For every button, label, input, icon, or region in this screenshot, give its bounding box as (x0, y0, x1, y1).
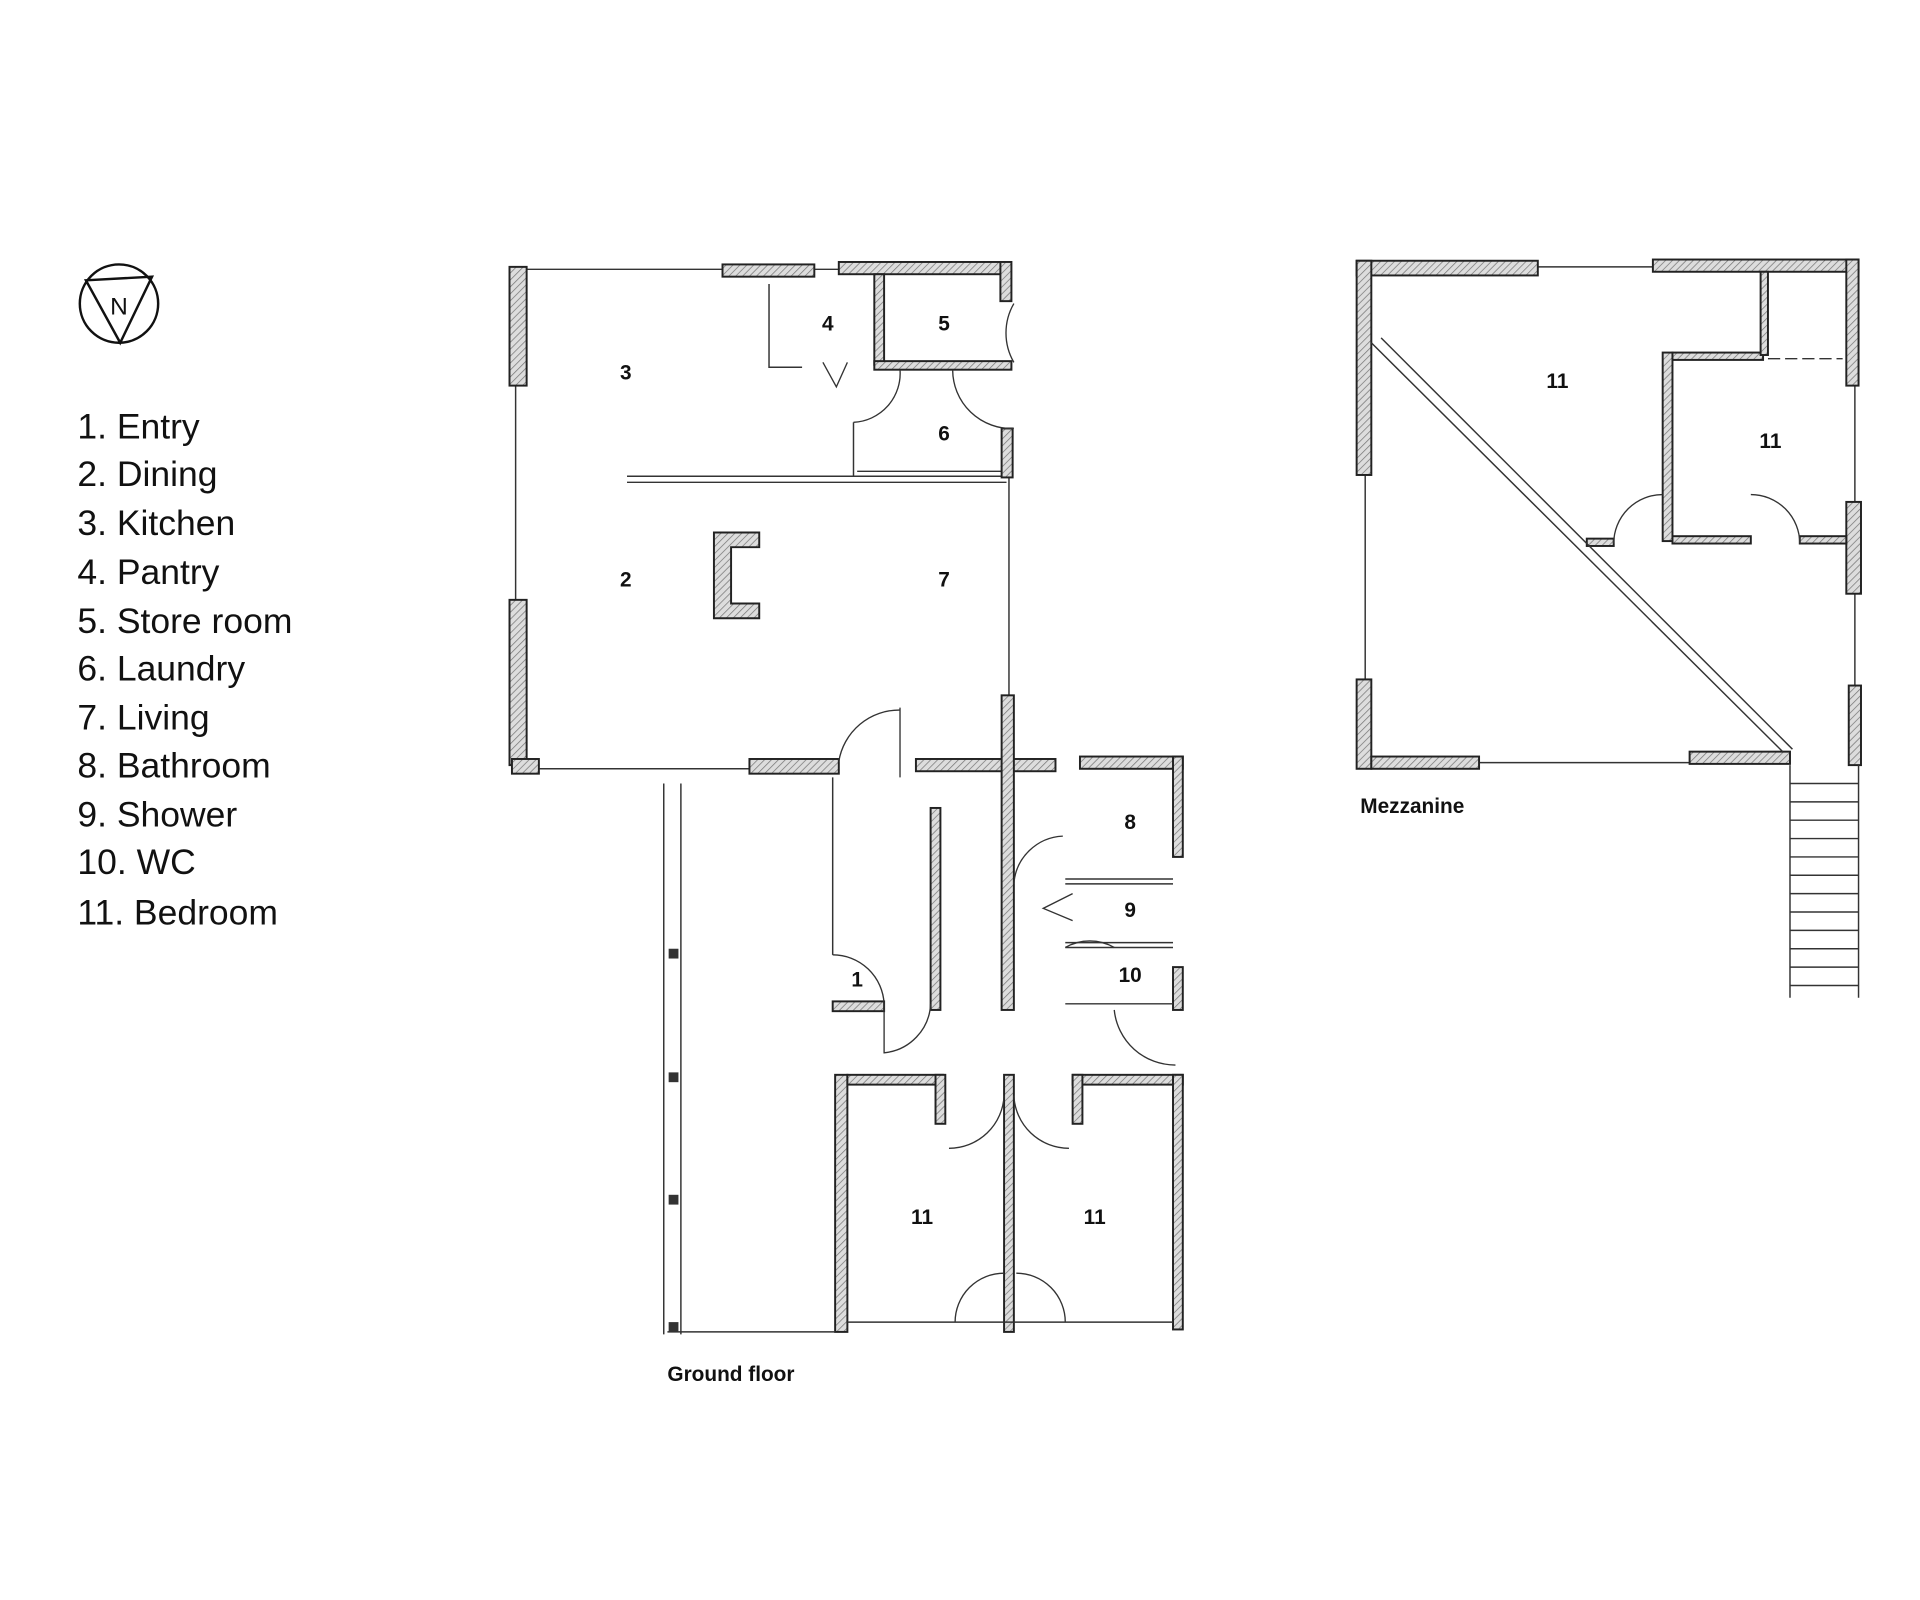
legend-item: 8. Bathroom (77, 745, 270, 785)
room-label-bedroom: 11 (911, 1206, 933, 1229)
ground-floor-caption: Ground floor (667, 1363, 794, 1386)
legend-item: 10. WC (77, 842, 195, 882)
room-label-dining: 2 (620, 568, 632, 591)
room-label-wc: 10 (1119, 964, 1142, 987)
room-label-living: 7 (938, 568, 950, 591)
room-label-shower: 9 (1124, 899, 1136, 922)
legend-item: 3. Kitchen (77, 503, 235, 543)
legend-item: 5. Store room (77, 601, 292, 641)
north-arrow-icon: N (78, 263, 160, 346)
room-label-bedroom: 11 (1084, 1206, 1106, 1229)
room-label-laundry: 6 (938, 423, 950, 446)
staircase (1789, 765, 1860, 998)
legend-item: 6. Laundry (77, 649, 245, 689)
legend-item: 2. Dining (77, 454, 217, 494)
legend-item: 4. Pantry (77, 552, 219, 592)
room-label-pantry: 4 (822, 313, 834, 336)
legend-item: 11. Bedroom (77, 892, 278, 932)
room-label-bedroom: 11 (1546, 370, 1568, 393)
room-label-entry: 1 (851, 969, 863, 992)
ground-floor-plan: 1 2 3 4 5 6 7 8 9 10 11 11 Ground floor (508, 260, 1184, 1386)
room-label-bathroom: 8 (1124, 811, 1136, 834)
room-label-store: 5 (938, 313, 950, 336)
legend-item: 9. Shower (77, 794, 237, 834)
mezzanine-plan: 11 11 Mezzanine (1355, 258, 1862, 998)
legend-item: 1. Entry (77, 406, 200, 446)
north-label: N (110, 294, 128, 321)
room-label-bedroom: 11 (1759, 430, 1781, 453)
room-label-kitchen: 3 (620, 361, 632, 384)
room-legend: 1. Entry 2. Dining 3. Kitchen 4. Pantry … (77, 406, 292, 932)
legend-item: 7. Living (77, 698, 209, 738)
mezzanine-caption: Mezzanine (1360, 795, 1464, 818)
